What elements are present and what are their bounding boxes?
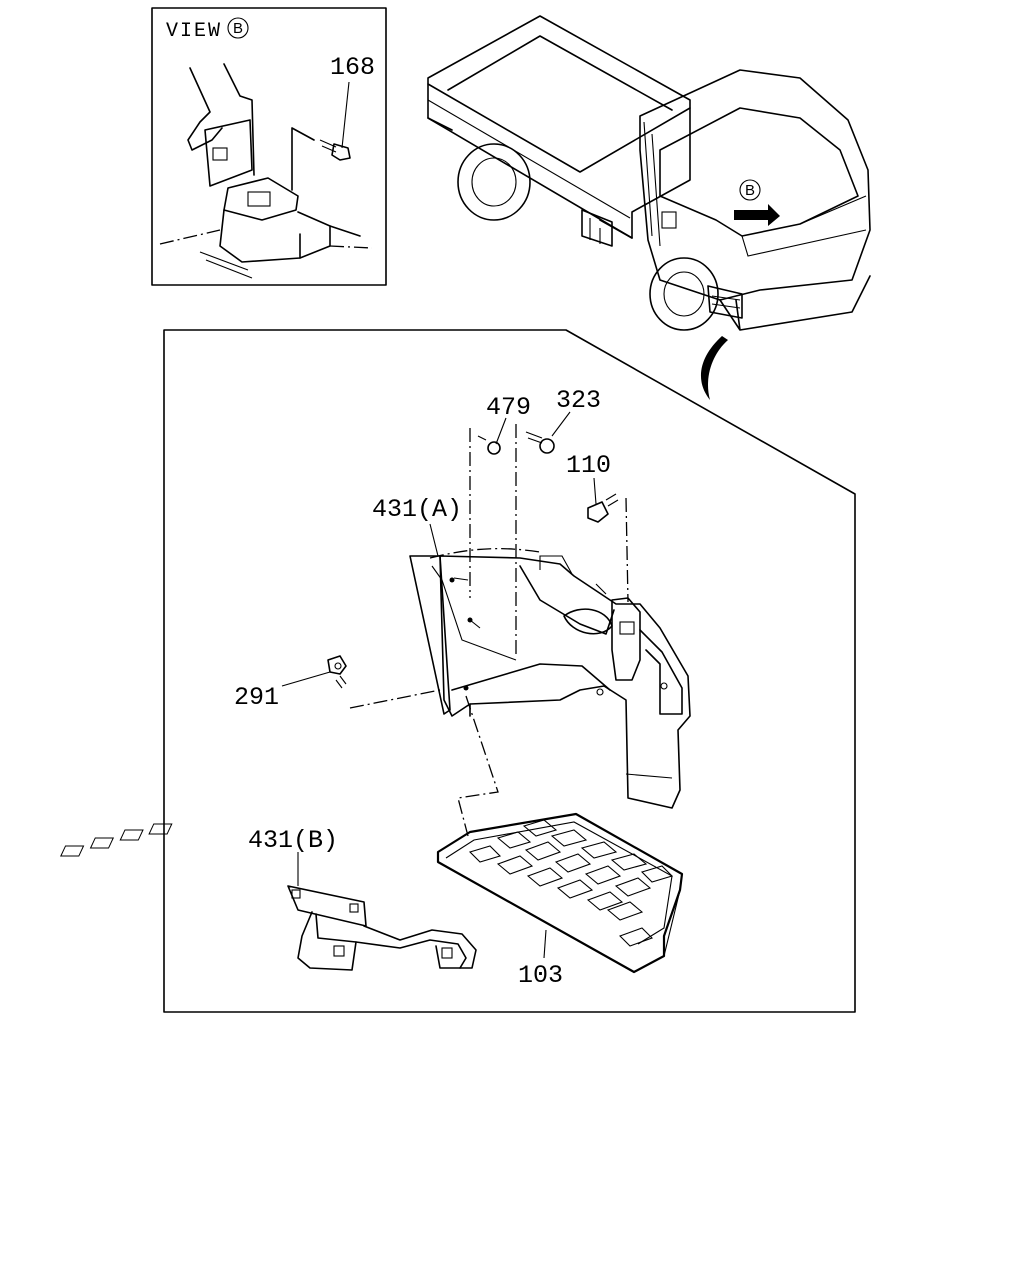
view-ref-marker: B — [227, 17, 249, 39]
assembly-lines — [349, 424, 629, 837]
callout-103: 103 — [518, 961, 563, 990]
callout-431a: 431(A) — [372, 495, 462, 524]
fastener-110 — [587, 493, 619, 523]
truck-illustration: B — [427, 15, 871, 400]
callout-168: 168 — [330, 53, 375, 82]
part-431a — [409, 555, 691, 809]
callout-323: 323 — [556, 386, 601, 415]
view-arrow — [734, 204, 780, 226]
detail-pointer — [700, 336, 728, 400]
view-label: VIEW — [166, 20, 222, 43]
callout-110: 110 — [566, 451, 611, 480]
truck-ref-letter: B — [745, 182, 755, 199]
callout-291: 291 — [234, 683, 279, 712]
callout-431b: 431(B) — [248, 826, 338, 855]
callout-479: 479 — [486, 393, 531, 422]
inset-frame — [151, 7, 387, 286]
truck-ref-marker: B — [739, 179, 761, 201]
leader-lines — [281, 411, 597, 959]
part-103-step-tread — [60, 812, 684, 974]
view-b-bracket — [159, 63, 373, 279]
bolt-168 — [319, 139, 351, 161]
part-431b-bracket — [287, 885, 477, 971]
leader-168 — [341, 81, 350, 149]
view-b-inset: VIEW B 168 — [151, 7, 387, 286]
fastener-479 — [477, 435, 501, 455]
fastener-323 — [525, 431, 555, 454]
detail-frame — [163, 329, 856, 1013]
fastener-291 — [327, 655, 347, 689]
view-ref-letter: B — [233, 20, 243, 37]
